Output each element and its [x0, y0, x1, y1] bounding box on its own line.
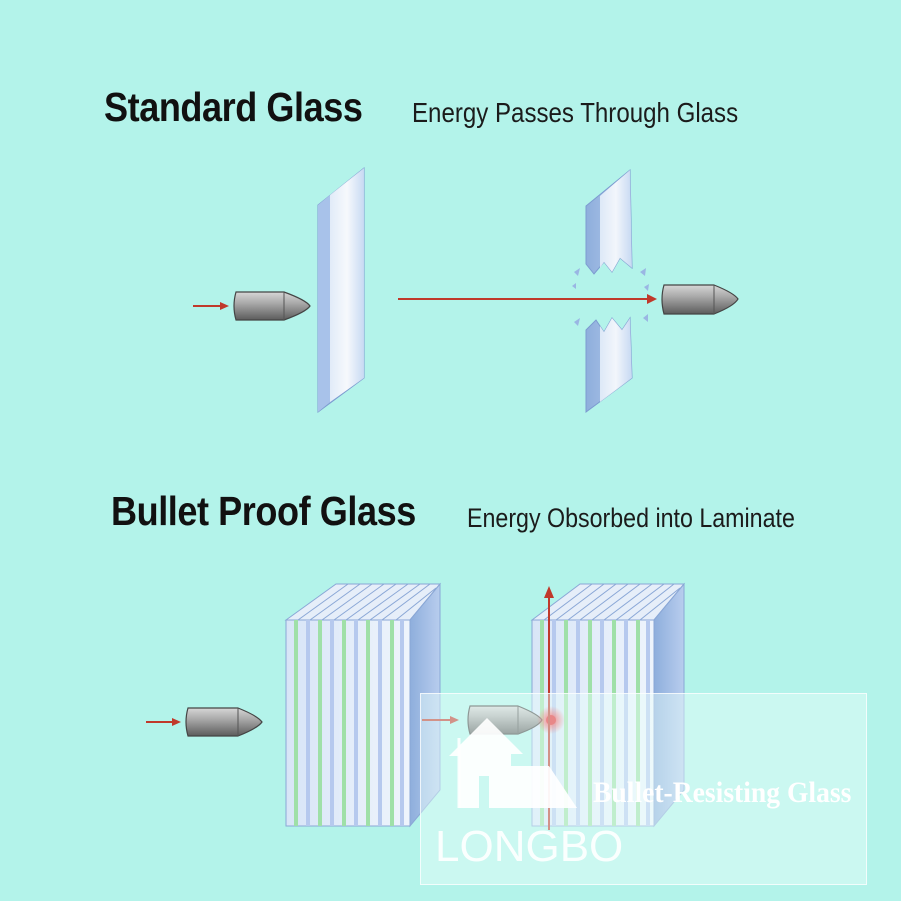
bullet-icon — [661, 284, 739, 315]
glass-pane-icon — [317, 166, 365, 413]
arrow-icon — [146, 718, 181, 726]
arrow-icon — [422, 716, 459, 724]
watermark-brand: LONGBO — [435, 822, 624, 871]
arrow-icon — [398, 294, 657, 304]
broken-glass-pane-icon — [572, 168, 649, 291]
laminate-block-icon — [530, 582, 686, 828]
arrow-icon — [193, 302, 229, 310]
section-subtitle-bullet-proof-glass: Energy Obsorbed into Laminate — [467, 503, 795, 533]
watermark-caption: Bullet-Resisting Glass — [593, 776, 852, 809]
section-title-bullet-proof-glass: Bullet Proof Glass — [111, 488, 416, 534]
bullet-icon — [185, 707, 263, 737]
section-title-standard-glass: Standard Glass — [104, 84, 363, 130]
laminate-block-icon — [284, 582, 442, 828]
house-logo-icon — [449, 718, 577, 808]
watermark-overlay: LONGBO Bullet-Resisting Glass — [420, 693, 867, 885]
bullet-icon — [233, 291, 311, 321]
broken-glass-pane-icon — [574, 314, 648, 413]
section-subtitle-standard-glass: Energy Passes Through Glass — [412, 97, 739, 128]
